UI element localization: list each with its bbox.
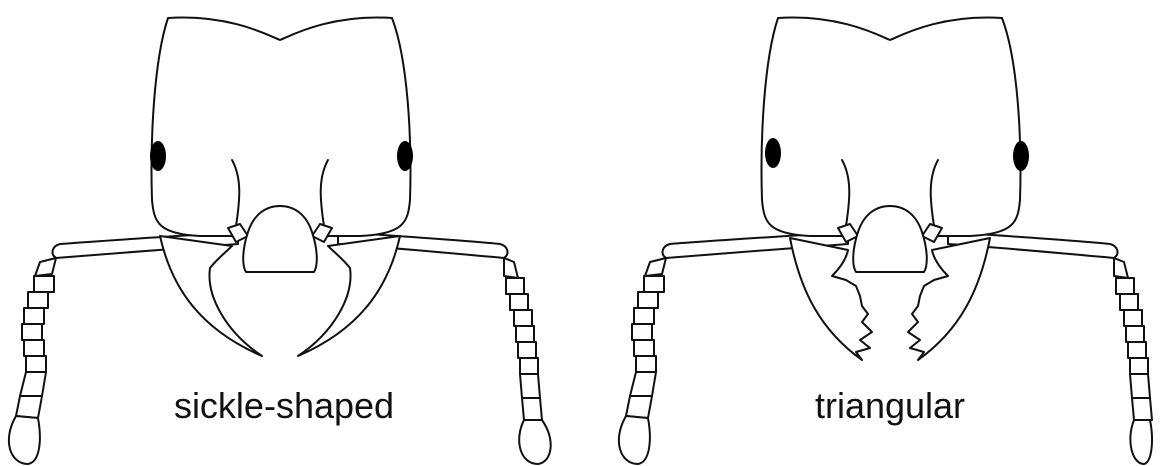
caption-triangular: triangular: [815, 385, 965, 426]
head-capsule: [762, 18, 1021, 236]
eye-left: [765, 138, 781, 168]
eye-right: [397, 141, 413, 171]
panel-sickle-shaped: sickle-shaped: [9, 18, 551, 464]
caption-sickle-shaped: sickle-shaped: [174, 385, 394, 426]
eye-left: [150, 141, 166, 171]
head-capsule: [152, 18, 411, 236]
eye-right: [1013, 141, 1029, 171]
panel-triangular: triangular: [619, 18, 1152, 464]
